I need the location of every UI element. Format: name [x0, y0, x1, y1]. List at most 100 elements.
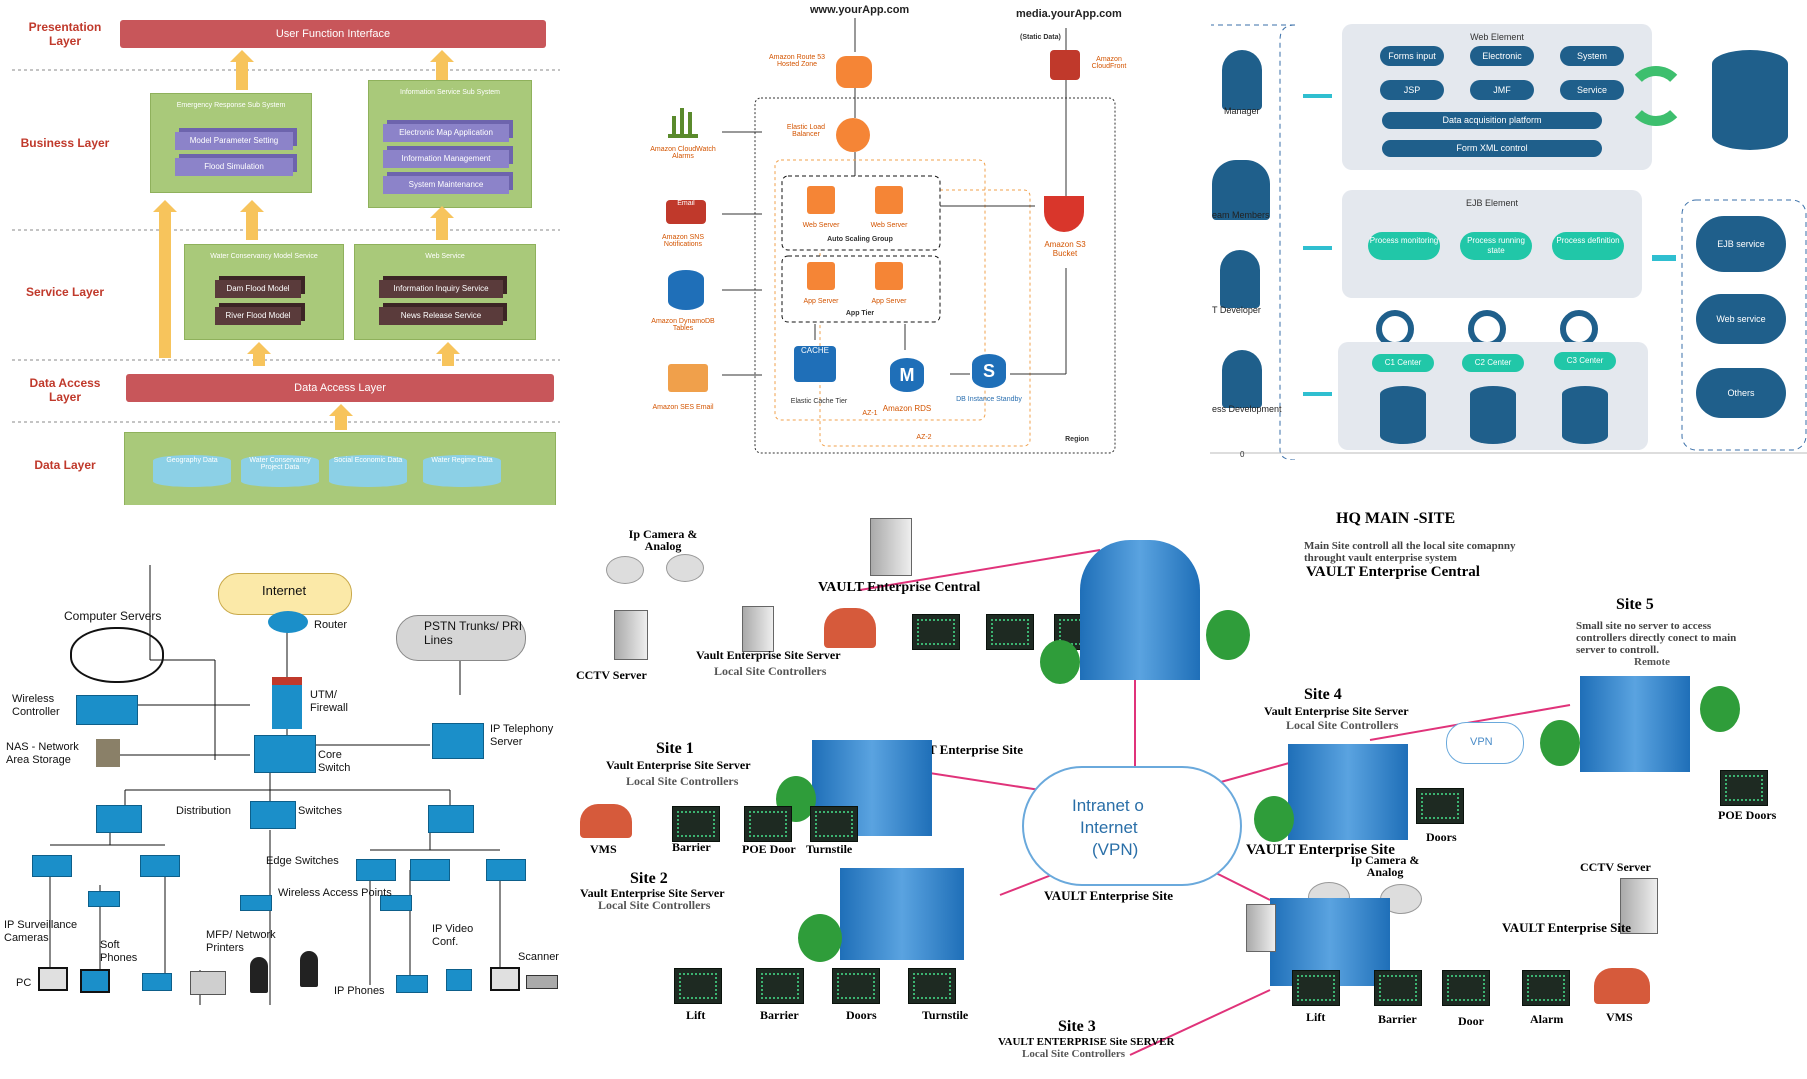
controller-icon — [1416, 788, 1464, 824]
river-flood-model: River Flood Model — [215, 307, 301, 325]
printer-icon — [190, 971, 226, 995]
server-icon — [1246, 904, 1276, 952]
intranet-cloud — [1022, 766, 1242, 886]
db-standby-label: DB Instance Standby — [956, 396, 1022, 403]
asg-label: Auto Scaling Group — [827, 236, 893, 243]
site1-device-label: Turnstile — [806, 842, 853, 856]
controller-icon — [1442, 970, 1490, 1006]
ejb-architecture-panel: Manager eam Members T Developer ess Deve… — [1210, 20, 1807, 460]
others-pill: Others — [1696, 368, 1786, 418]
business-dev-label: ess Development — [1212, 404, 1282, 414]
distribution-switch-icon — [250, 801, 296, 829]
ip-telephony-icon — [432, 723, 484, 759]
site1-device-label: POE Door — [742, 842, 796, 856]
user-icon — [250, 957, 268, 993]
web-element-title: Web Element — [1470, 32, 1524, 42]
camera-icon — [666, 554, 704, 582]
jmf-pill: JMF — [1470, 80, 1534, 100]
static-data-label: (Static Data) — [1020, 34, 1061, 41]
db-standby-icon: S — [972, 354, 1006, 388]
site5-desc1: Small site no server to access — [1576, 620, 1712, 632]
user-function-interface-bar: User Function Interface — [120, 20, 546, 48]
dynamodb-label: Amazon DynamoDB Tables — [651, 318, 715, 332]
media-url: media.yourApp.com — [1016, 8, 1122, 20]
hq-desc2: throught vault enterprise system — [1304, 552, 1457, 564]
hq-building — [1080, 540, 1200, 680]
database-icon — [1562, 386, 1608, 444]
core-switch-icon — [254, 735, 316, 773]
ves3-label: VAULT Enterprise Site — [1502, 920, 1632, 935]
process-monitoring-pill: Process monitoring — [1368, 232, 1440, 260]
az1-label: AZ-1 — [862, 410, 878, 417]
vms-icon — [1594, 968, 1650, 1004]
site5-desc2: controllers directly conect to main — [1576, 632, 1737, 644]
s3-icon — [1044, 196, 1084, 232]
scanner-label: Scanner — [518, 951, 559, 963]
social-economic-data: Social Economic Data — [329, 455, 407, 487]
model-parameter-setting: Model Parameter Setting — [175, 132, 293, 150]
controller-icon — [810, 806, 858, 842]
tree-icon — [1700, 686, 1740, 732]
app-tier-label: App Tier — [845, 310, 875, 317]
system-pill: System — [1560, 46, 1624, 66]
edge-switches-label: Edge Switches — [266, 855, 339, 867]
arrow-up — [436, 342, 460, 366]
server-icon — [870, 518, 912, 576]
ses-icon — [668, 364, 708, 392]
process-running-pill: Process running state — [1460, 232, 1532, 260]
sns-icon: Email — [666, 200, 706, 224]
network-lines — [49, 565, 501, 1005]
web-server-icon — [875, 186, 903, 214]
ipcam2-label: Ip Camera & Analog — [1350, 853, 1420, 879]
manager-icon — [1222, 50, 1262, 110]
system-maintenance: System Maintenance — [383, 176, 509, 194]
rds-label: Amazon RDS — [882, 404, 932, 413]
servers-icon — [70, 627, 164, 683]
emergency-subsystem-box: Emergency Response Sub System Model Para… — [150, 93, 312, 193]
app-server-label: App Server — [871, 298, 907, 305]
utm-label: UTM/ Firewall — [310, 689, 348, 714]
hq-desc1: Main Site controll all the local site co… — [1304, 540, 1516, 552]
site5-desc3: server to controll. — [1576, 644, 1659, 656]
ipcam1-label: Ip Camera & Analog — [628, 527, 698, 553]
water-project-data: Water Conservancy Project Data — [241, 455, 319, 487]
site2-local: Local Site Controllers — [598, 898, 711, 912]
ejb-lines — [1210, 24, 1807, 460]
pstn-label: PSTN Trunks/ PRI Lines — [424, 619, 523, 647]
water-model-title: Water Conservancy Model Service — [210, 253, 318, 260]
site2-title: Site 2 — [630, 870, 668, 887]
site1-server: Vault Enterprise Site Server — [606, 758, 751, 772]
poe-doors-label: POE Doors — [1718, 808, 1777, 822]
vault-lines — [859, 549, 1571, 1056]
distribution-switch-icon — [428, 805, 474, 833]
controller-icon — [1292, 970, 1340, 1006]
site5-building — [1580, 676, 1690, 772]
web-element-box: Web Element Forms input Electronic Syste… — [1342, 24, 1652, 170]
access-point-icon — [240, 895, 272, 911]
arrow-up — [430, 206, 454, 240]
controller-icon — [672, 806, 720, 842]
site1-local: Local Site Controllers — [626, 774, 739, 788]
jsp-pill: JSP — [1380, 80, 1444, 100]
forms-input-pill: Forms input — [1380, 46, 1444, 66]
site5-title: Site 5 — [1616, 596, 1654, 613]
vpn-cloud — [1446, 722, 1524, 764]
controller-icon — [744, 806, 792, 842]
site2-server: Vault Enterprise Site Server — [580, 886, 725, 900]
cloud-line-3: (VPN) — [1092, 840, 1139, 859]
site2-device-label: Barrier — [760, 1008, 799, 1022]
site3-title: Site 3 — [1058, 1018, 1096, 1035]
layer-dividers — [12, 69, 560, 423]
app-server-label: App Server — [803, 298, 839, 305]
cloudwatch-icon — [668, 104, 698, 138]
controller-icon — [912, 614, 960, 650]
controller-icon — [1720, 770, 1768, 806]
elb-icon — [836, 118, 870, 152]
sns-label: Amazon SNS Notifications — [661, 234, 705, 248]
nas-label: NAS - Network Area Storage — [6, 741, 79, 766]
layer-label-data-access: Data Access Layer — [29, 376, 101, 404]
enterprise-network-panel: Internet PSTN Trunks/ PRI Lines Computer… — [0, 565, 570, 1079]
router-label: Router — [314, 619, 348, 631]
router-icon — [268, 611, 308, 633]
tree-icon — [798, 914, 842, 962]
